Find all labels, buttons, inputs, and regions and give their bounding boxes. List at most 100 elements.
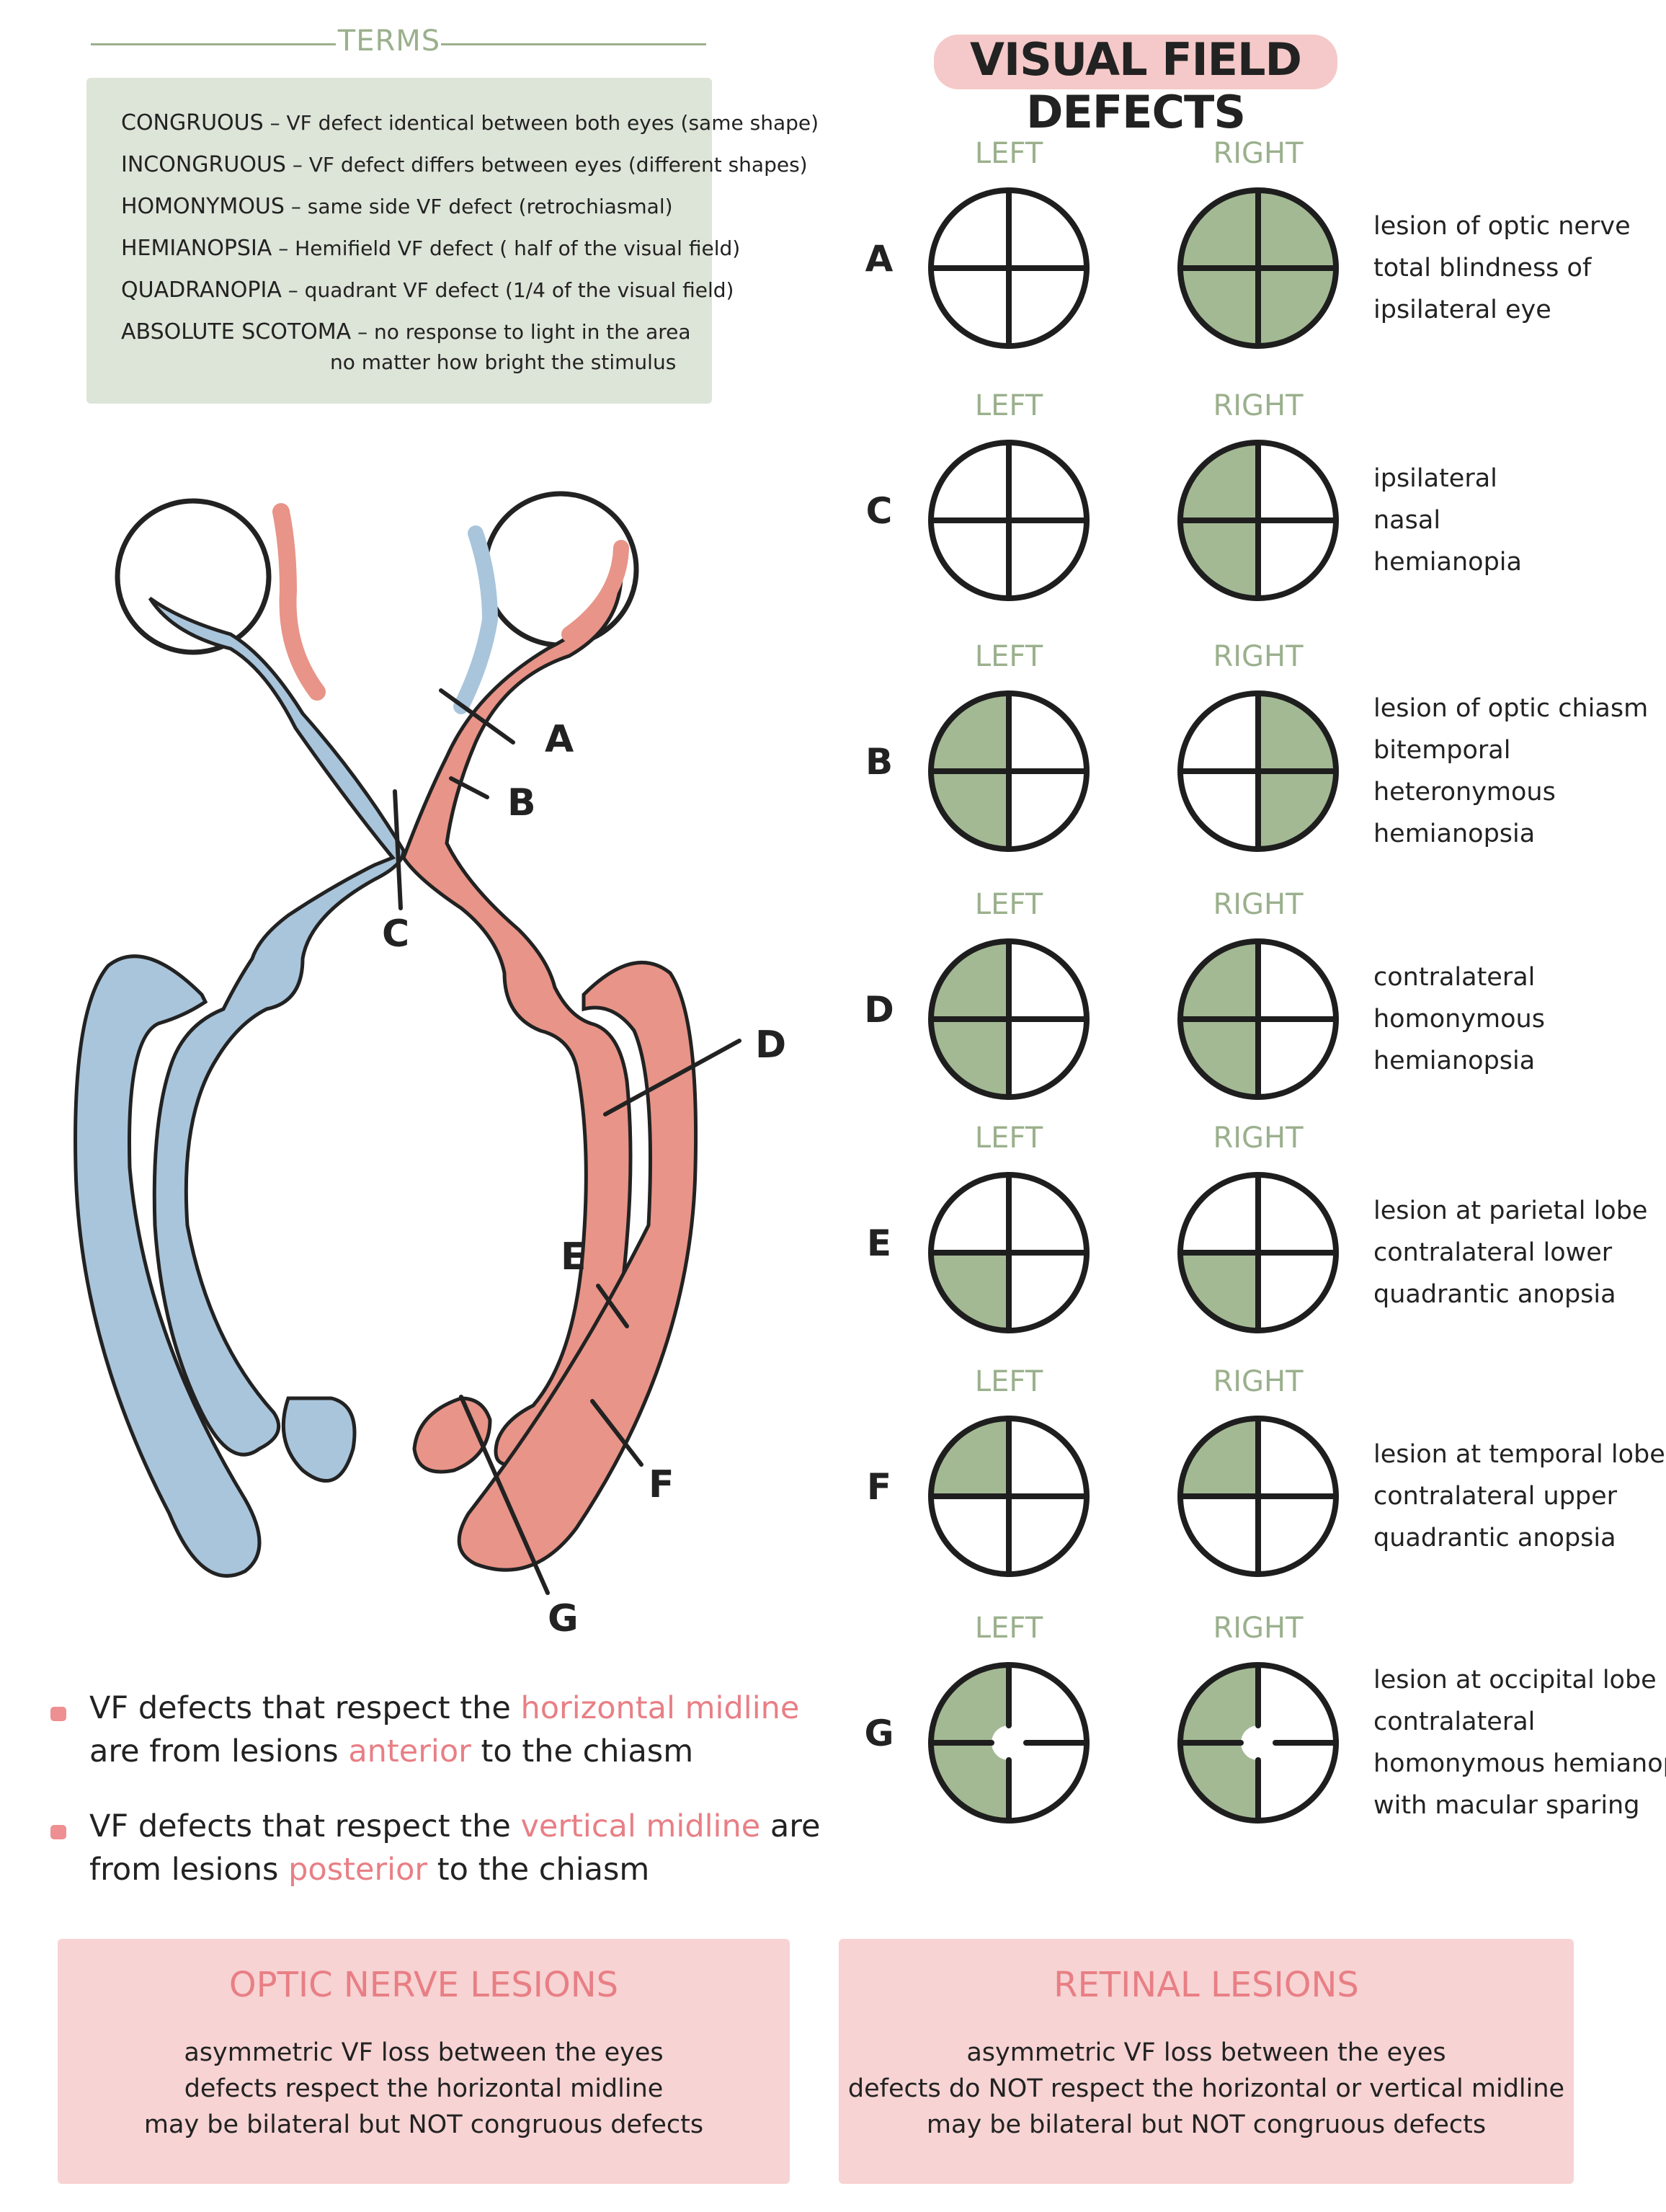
defect-letter: F [866, 1466, 892, 1508]
left-visual-field [925, 688, 1092, 855]
bullet-text-part: are [760, 1808, 821, 1844]
left-eye-label: LEFT [974, 389, 1043, 422]
lesion-markers [393, 688, 741, 1595]
left-visual-field [925, 1659, 1092, 1826]
lesion-line-d [603, 1039, 741, 1116]
defect-quadrant-top-right [1258, 693, 1336, 771]
bullet-text-part: to the chiasm [427, 1852, 650, 1888]
terms-rule-right [441, 43, 706, 45]
term-key: ABSOLUTE SCOTOMA [121, 319, 352, 345]
box-title: RETINAL LESIONS [1054, 1965, 1359, 2005]
macular-sparing-area [992, 1725, 1026, 1760]
optic-nerve-lesions-box: OPTIC NERVE LESIONS asymmetric VF loss b… [58, 1939, 790, 2184]
description-line: nasal [1373, 506, 1441, 535]
term-hemianopsia: HEMIANOPSIA – Hemifield VF defect ( half… [121, 236, 740, 261]
lesion-line-b [449, 776, 489, 799]
left-eye-label: LEFT [974, 1121, 1043, 1155]
defect-letter: G [864, 1713, 894, 1754]
bullet-text-part: are from lesions [89, 1733, 349, 1769]
description-line: ipsilateral [1373, 464, 1497, 493]
description-line: with macular sparing [1373, 1791, 1640, 1820]
right-eye-label: RIGHT [1213, 1612, 1304, 1645]
term-incongruous: INCONGRUOUS – VF defect differs between … [121, 153, 808, 177]
left-visual-field [925, 1169, 1092, 1336]
pathway-label-d: D [755, 1023, 787, 1067]
description-line: lesion at temporal lobe [1373, 1440, 1665, 1469]
lesion-line-c [393, 789, 403, 910]
macular-sparing-area [1241, 1725, 1275, 1760]
term-definition: – same side VF defect (retrochiasmal) [290, 195, 673, 218]
description-line: contralateral upper [1373, 1482, 1618, 1511]
bullet-text-part: VF defects that respect the [89, 1808, 521, 1844]
right-visual-field [1175, 185, 1342, 352]
bullet-vertical-midline: VF defects that respect the vertical mid… [89, 1805, 820, 1891]
box-line: defects respect the horizontal midline [184, 2074, 664, 2103]
description-line: contralateral [1373, 1707, 1536, 1736]
term-absolute-scotoma-continuation: no matter how bright the stimulus [330, 350, 677, 374]
description-line: ipsilateral eye [1373, 296, 1551, 324]
description-line: quadrantic anopsia [1373, 1280, 1616, 1309]
left-eye-label: LEFT [974, 137, 1043, 170]
term-key: QUADRANOPIA [121, 277, 282, 303]
blue-optic-pathway [148, 596, 406, 1457]
description-line: total blindness of [1373, 254, 1592, 283]
right-eye-label: RIGHT [1213, 1121, 1304, 1155]
bullet-text-part: from lesions [89, 1852, 289, 1888]
defect-description: lesion at temporal lobe contralateral upp… [1373, 1434, 1665, 1559]
defect-quadrant-top-left [931, 941, 1009, 1019]
pathway-label-a: A [545, 718, 574, 761]
term-absolute-scotoma: ABSOLUTE SCOTOMA – no response to light … [121, 320, 691, 345]
defect-quadrant-bottom-left [1180, 1743, 1258, 1821]
defect-quadrant-bottom-left [931, 1743, 1009, 1821]
box-line: defects do NOT respect the horizontal or… [847, 2074, 1565, 2103]
defect-quadrant-top-left [931, 1418, 1009, 1496]
right-eye-label: RIGHT [1213, 888, 1304, 921]
defect-quadrant-bottom-right [1258, 268, 1336, 346]
blue-medial-tip [281, 1396, 357, 1483]
left-visual-field [925, 936, 1092, 1103]
term-definition: – VF defect identical between both eyes … [270, 111, 819, 135]
box-line: asymmetric VF loss between the eyes [966, 2038, 1446, 2067]
description-line: bitemporal [1373, 736, 1511, 765]
blue-outer-loop [74, 954, 262, 1578]
title-highlight [934, 35, 1337, 89]
pathway-label-c: C [382, 912, 410, 956]
lesion-line-e [596, 1284, 629, 1328]
term-congruous: CONGRUOUS – VF defect identical between … [121, 111, 819, 136]
right-visual-field [1175, 437, 1342, 604]
left-eye [115, 498, 272, 655]
bullet-highlight: anterior [348, 1733, 471, 1769]
left-eye-label: LEFT [974, 640, 1043, 673]
description-line: heteronymous [1373, 778, 1556, 807]
right-eye-blue-fiber [453, 525, 499, 714]
bullet-line: are from lesions anterior to the chiasm [89, 1730, 799, 1773]
right-visual-field [1175, 936, 1342, 1103]
bullet-horizontal-midline: VF defects that respect the horizontal m… [89, 1687, 799, 1773]
defect-quadrant-top-left [1180, 190, 1258, 268]
defect-quadrant-top-left [1180, 1418, 1258, 1496]
right-visual-field [1175, 688, 1342, 855]
right-eye-label: RIGHT [1213, 640, 1304, 673]
bullet-text-part: to the chiasm [471, 1733, 694, 1769]
lesion-line-g [459, 1395, 550, 1595]
term-homonymous: HOMONYMOUS – same side VF defect (retroc… [121, 195, 673, 219]
term-definition: – no response to light in the area [357, 320, 691, 344]
right-eye-label: RIGHT [1213, 1365, 1304, 1398]
bullet-marker [50, 1825, 66, 1839]
defect-letter: B [865, 741, 894, 783]
left-eye-label: LEFT [974, 1612, 1043, 1645]
defect-quadrant-bottom-left [931, 771, 1009, 849]
left-visual-field [925, 185, 1092, 352]
term-key: CONGRUOUS [121, 110, 264, 136]
bullet-line: VF defects that respect the vertical mid… [89, 1805, 820, 1848]
defect-letter: A [865, 238, 894, 280]
right-visual-field [1175, 1659, 1342, 1826]
description-line: hemianopsia [1373, 819, 1536, 848]
retinal-lesions-box: RETINAL LESIONS asymmetric VF loss betwe… [839, 1939, 1574, 2184]
defect-quadrant-top-left [1180, 941, 1258, 1019]
left-eye-label: LEFT [974, 888, 1043, 921]
left-visual-field [925, 1413, 1092, 1580]
